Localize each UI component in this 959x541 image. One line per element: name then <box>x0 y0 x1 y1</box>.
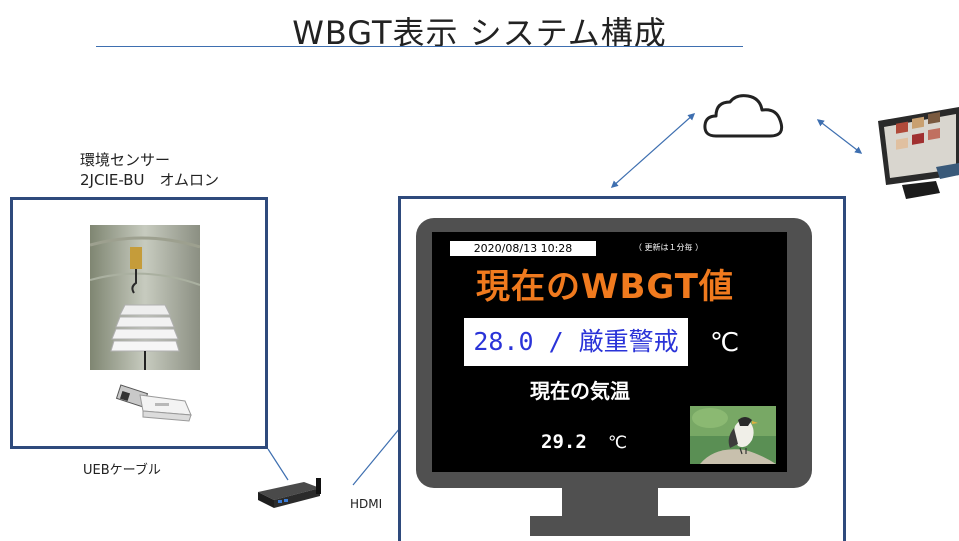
wbgt-value: 28.0 / 厳重警戒 <box>473 327 679 356</box>
sensor-name: 環境センサー <box>80 151 171 169</box>
temperature-value: 29.2 <box>541 431 587 453</box>
sensor-photo <box>90 225 200 370</box>
all-in-one-pc-icon <box>878 107 959 199</box>
update-note: （ 更新は１分毎 ） <box>634 243 704 252</box>
sensor-caption: 環境センサー 2JCIE-BU オムロン <box>80 150 219 190</box>
timestamp: 2020/08/13 10:28 <box>450 241 596 256</box>
cloud-pc-arrow <box>816 119 863 154</box>
usb-cable-label: UEBケーブル <box>83 463 161 478</box>
monitor-stand-base <box>530 516 690 536</box>
hdmi-label: HDMI <box>350 497 383 511</box>
bird-photo <box>690 406 776 464</box>
sensor-model: 2JCIE-BU オムロン <box>80 171 220 189</box>
hdmi-cable-line <box>352 427 401 486</box>
display-frame <box>398 196 846 541</box>
mini-pc-icon <box>258 478 321 508</box>
temperature-unit: ℃ <box>608 433 628 453</box>
usb-cable-line <box>267 448 289 481</box>
temperature-heading: 現在の気温 <box>530 379 630 403</box>
wbgt-value-box <box>464 318 688 366</box>
sensor-frame <box>10 197 268 449</box>
usb-dongle-icon <box>115 384 192 422</box>
title-underline <box>96 46 743 47</box>
diagram-title: WBGT表示 システム構成 <box>292 14 667 52</box>
wbgt-unit: ℃ <box>710 328 740 358</box>
display-cloud-arrow <box>610 113 696 188</box>
wbgt-heading: 現在のWBGT値 <box>476 267 734 307</box>
monitor-stand-neck <box>562 488 658 518</box>
cloud-icon <box>703 94 784 138</box>
